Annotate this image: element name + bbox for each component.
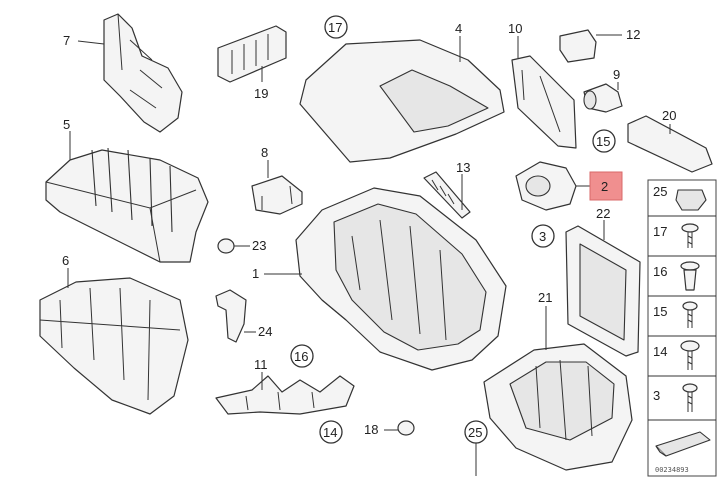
part-9: 9 bbox=[583, 67, 623, 113]
part-22: 22 bbox=[565, 206, 641, 357]
callout-11: 11 bbox=[254, 357, 268, 372]
flange-screw-icon bbox=[680, 340, 700, 370]
clip-icon bbox=[675, 189, 707, 211]
callout-15-circle: 15 bbox=[592, 129, 616, 153]
part-21: 21 bbox=[483, 290, 633, 471]
panel-label-15: 15 bbox=[653, 304, 667, 319]
callout-4: 4 bbox=[455, 21, 462, 36]
callout-16: 16 bbox=[294, 349, 308, 364]
callout-22: 22 bbox=[596, 206, 610, 221]
callout-25: 25 bbox=[468, 425, 482, 440]
callout-6: 6 bbox=[62, 253, 69, 268]
callout-2: 2 bbox=[601, 179, 608, 194]
callout-13: 13 bbox=[456, 160, 470, 175]
callout-24: 24 bbox=[258, 324, 272, 339]
callout-16-circle: 16 bbox=[290, 344, 314, 368]
part-10: 10 bbox=[508, 21, 577, 149]
bolt-icon bbox=[682, 301, 698, 328]
part-18: 18 bbox=[364, 420, 415, 437]
image-code: 00234893 bbox=[655, 466, 689, 474]
part-24: 24 bbox=[215, 289, 272, 343]
callout-9: 9 bbox=[613, 67, 620, 82]
part-20: 20 bbox=[627, 108, 713, 173]
highlight-box bbox=[589, 171, 623, 201]
callout-19: 19 bbox=[254, 86, 268, 101]
panel-label-3: 3 bbox=[653, 388, 660, 403]
callout-14-circle: 14 bbox=[319, 420, 343, 444]
callout-1: 1 bbox=[252, 266, 259, 281]
tape-icon bbox=[655, 431, 711, 457]
part-7: 7 bbox=[63, 13, 183, 133]
callout-21: 21 bbox=[538, 290, 552, 305]
callout-20: 20 bbox=[662, 108, 676, 123]
callout-17: 17 bbox=[328, 20, 342, 35]
panel-label-17: 17 bbox=[653, 224, 667, 239]
part-11: 11 bbox=[215, 357, 355, 415]
callout-12: 12 bbox=[626, 27, 640, 42]
callout-5: 5 bbox=[63, 117, 70, 132]
panel-label-25: 25 bbox=[653, 184, 667, 199]
screw-icon bbox=[681, 223, 699, 248]
callout-3-circle: 3 bbox=[531, 224, 555, 248]
callout-23: 23 bbox=[252, 238, 266, 253]
callout-10: 10 bbox=[508, 21, 522, 36]
callout-25-circle: 25 bbox=[464, 420, 488, 476]
part-8: 8 bbox=[251, 145, 303, 215]
callout-18: 18 bbox=[364, 422, 378, 437]
callout-17-circle: 17 bbox=[324, 15, 348, 39]
part-12: 12 bbox=[559, 27, 640, 63]
panel-label-16: 16 bbox=[653, 264, 667, 279]
expansion-rivet-icon bbox=[680, 261, 700, 291]
panel-label-14: 14 bbox=[653, 344, 667, 359]
callout-8: 8 bbox=[261, 145, 268, 160]
part-23: 23 bbox=[217, 238, 266, 254]
part-6: 6 bbox=[39, 253, 189, 415]
callout-14: 14 bbox=[323, 425, 337, 440]
callout-7: 7 bbox=[63, 33, 70, 48]
part-19: 19 bbox=[217, 25, 287, 101]
part-1: 1 bbox=[252, 187, 507, 371]
callout-15: 15 bbox=[596, 134, 610, 149]
part-13: 13 bbox=[423, 160, 471, 219]
part-4: 4 bbox=[299, 21, 505, 163]
callout-3: 3 bbox=[539, 229, 546, 244]
fastener-panel: 25 17 16 15 14 3 0023 bbox=[647, 179, 717, 477]
part-2: 2 bbox=[515, 161, 623, 211]
part-5: 5 bbox=[45, 117, 209, 263]
self-tapping-screw-icon bbox=[682, 383, 698, 412]
